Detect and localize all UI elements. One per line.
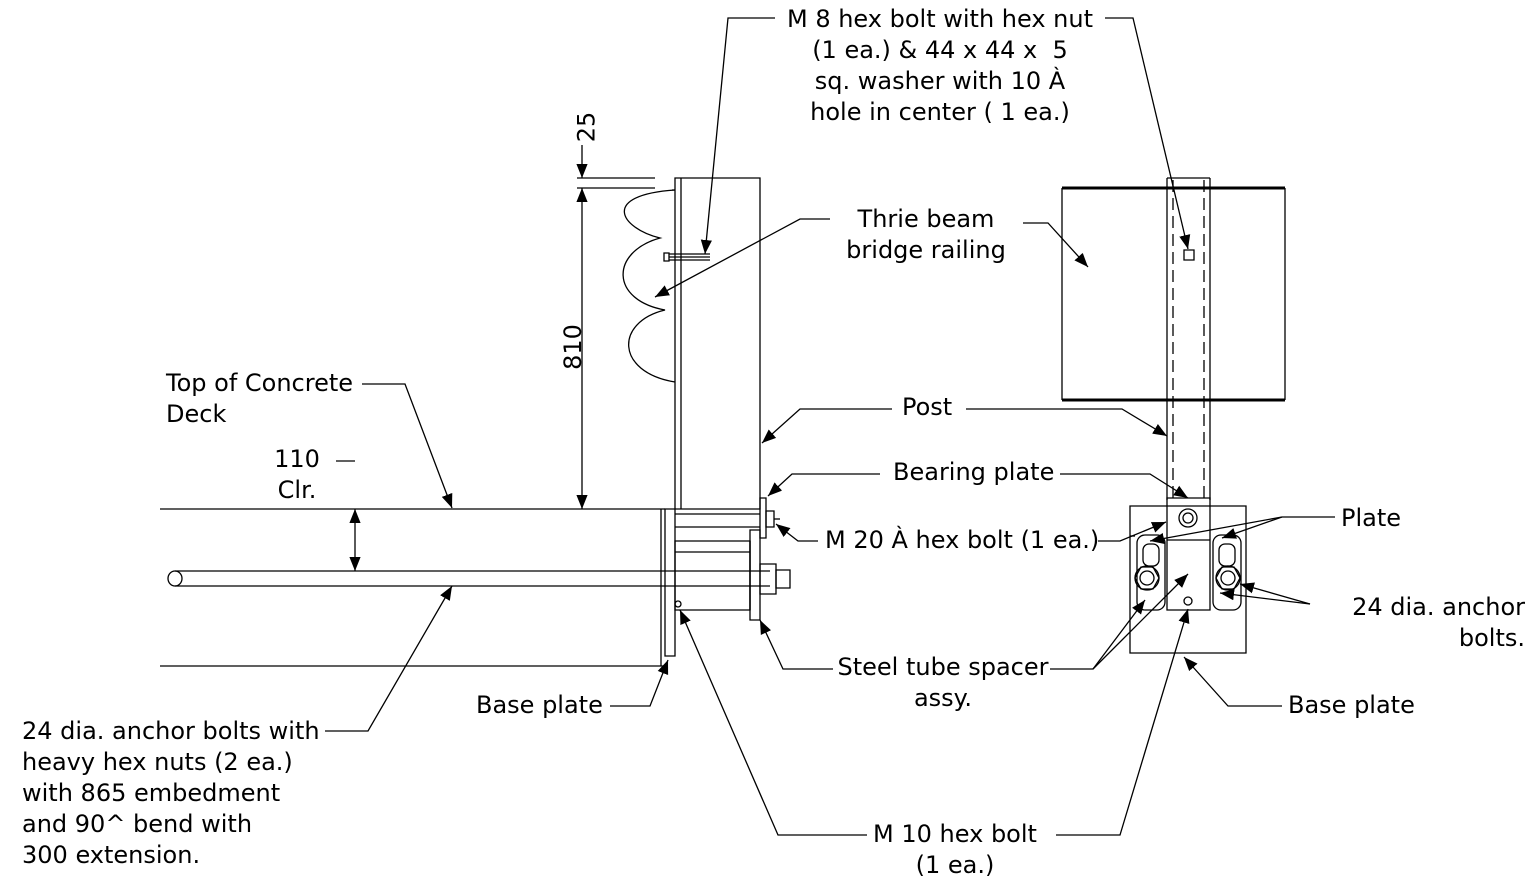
clearance-label: 110 Clr. <box>274 445 320 504</box>
m20-bolt-front <box>1179 509 1197 527</box>
leader-lines <box>325 18 1335 835</box>
dimension-lines <box>349 145 655 571</box>
thrie-beam-label: Thrie beam bridge railing <box>846 205 1006 264</box>
top-of-concrete-label: Top of Concrete Deck <box>166 369 354 428</box>
dimension-810-label: 810 <box>558 324 587 370</box>
plate-label: Plate <box>1341 504 1402 532</box>
m8-bolt-label: M 8 hex bolt with hex nut (1 ea.) & 44 x… <box>786 5 1093 126</box>
post-front <box>1167 178 1210 500</box>
m10-bolt-label: M 10 hex bolt (1 ea.) <box>873 820 1037 879</box>
base-plate-left-label: Base plate <box>476 691 603 719</box>
post-side <box>675 178 760 509</box>
m20-bolt-label: M 20 À hex bolt (1 ea.) <box>825 526 1100 554</box>
base-plate-right-label: Base plate <box>1288 691 1415 719</box>
steel-tube-spacer-side <box>675 530 790 620</box>
bearing-plate-label: Bearing plate <box>893 458 1055 486</box>
base-plate-front <box>1130 498 1246 653</box>
m8-bolt-front <box>1184 250 1194 260</box>
anchor-bolts-right-label: 24 dia. anchor bolts. <box>1352 593 1525 652</box>
post-label: Post <box>902 393 953 421</box>
thrie-beam-profile <box>623 190 675 382</box>
m10-bolt-front <box>1184 597 1192 605</box>
anchor-bolts-left-label: 24 dia. anchor bolts with heavy hex nuts… <box>22 717 320 869</box>
anchor-bolts-front <box>1135 566 1240 590</box>
bearing-plate-side <box>675 498 780 538</box>
base-plate-side <box>665 509 675 656</box>
steel-tube-spacer-label: Steel tube spacer assy. <box>837 653 1049 712</box>
m8-bolt-side <box>664 253 710 261</box>
deck-side-elevation <box>160 509 770 666</box>
dimension-25-label: 25 <box>572 111 601 143</box>
